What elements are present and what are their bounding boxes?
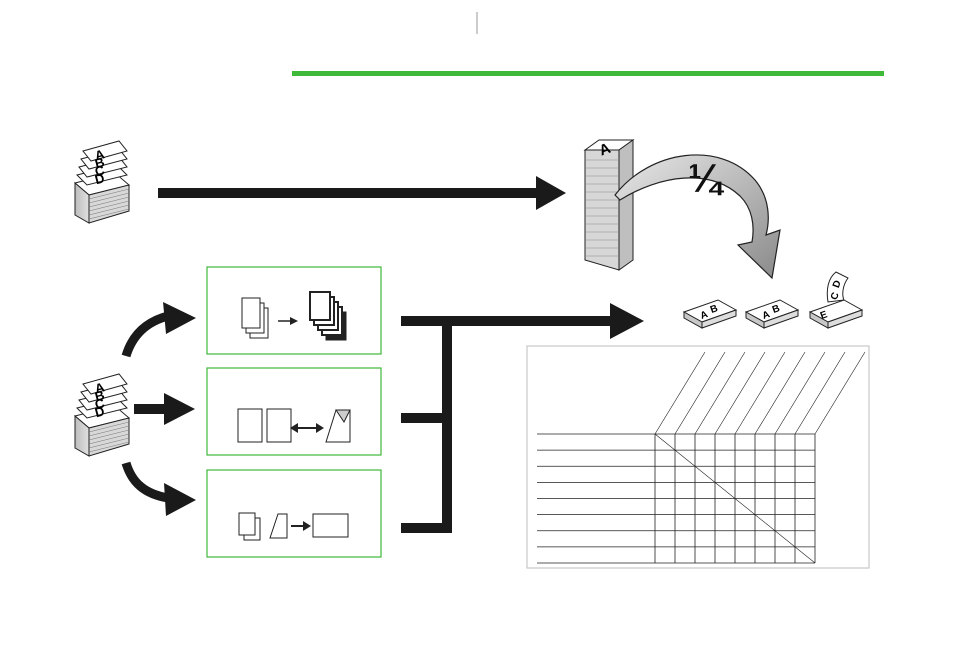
header-rule [292,71,884,76]
output-set-3: E C D [810,272,862,328]
output-set-1: A B [684,300,736,328]
source-stack-bottom: A B C D [75,374,129,456]
output-stack-tall: A [585,140,633,270]
option-box-duplex [207,368,381,455]
fan-arrow-up [126,302,196,356]
option-box-sort [207,267,381,354]
quarter-curve-arrow: ¼ [615,155,780,278]
arrow-top-right [158,176,566,210]
fan-arrow-down [126,463,196,516]
source-stack-top: A B C D [75,141,129,223]
fraction-label: ¼ [688,157,725,201]
compat-table-frame [527,346,869,568]
output-set-2: A B [746,300,798,328]
option-box-combine [207,470,381,557]
fan-arrow-mid [134,393,195,425]
